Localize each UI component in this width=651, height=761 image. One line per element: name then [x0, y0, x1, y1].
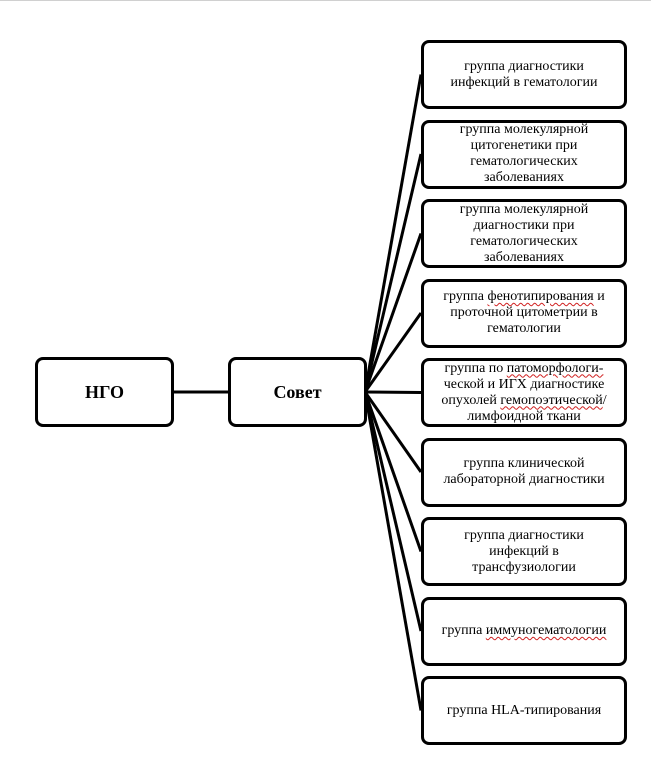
group-label-part: группа	[441, 623, 486, 638]
connector-council-group	[363, 153, 423, 393]
ngo-box: НГО	[35, 357, 174, 427]
group-label-part: группа по	[444, 360, 507, 376]
group-label: группа молекулярной цитогенетики при гем…	[460, 122, 589, 186]
group-box: группа молекулярной цитогенетики при гем…	[421, 119, 627, 189]
group-box: группа фенотипирования и проточной цитом…	[421, 278, 627, 348]
connector-council-group	[363, 312, 423, 393]
council-label: Совет	[273, 381, 322, 402]
group-label-underlined-part: иммуногематологии	[485, 623, 607, 638]
group-label-part: группа молекулярной цитогенетики при гем…	[459, 122, 589, 185]
group-label-part: группа клинической лабораторной диагност…	[443, 456, 605, 487]
group-label: группа HLA-типирования	[447, 703, 601, 719]
group-box: группа HLA-типирования	[421, 676, 627, 745]
group-box: группа молекулярной диагностики при гема…	[421, 199, 627, 268]
group-label-part: группа диагностики инфекций в гематологи…	[450, 58, 598, 90]
connector-council-group	[363, 74, 423, 393]
group-label-part: группа HLA-типирования	[446, 702, 602, 718]
group-label-underlined-part: патоморфологи-	[506, 360, 604, 376]
connector-council-group	[363, 391, 423, 552]
connector-council-group	[363, 391, 423, 711]
connector-council-group	[363, 391, 423, 632]
council-box: Совет	[228, 357, 367, 427]
connector-council-group	[363, 391, 423, 473]
group-box: группа диагностики инфекций в гематологи…	[421, 40, 627, 109]
ngo-label: НГО	[84, 381, 124, 402]
group-label: группа фенотипирования и проточной цитом…	[443, 289, 605, 337]
group-label: группа иммуногематологии	[442, 623, 607, 639]
group-label-part: группа молекулярной диагностики при гема…	[459, 201, 589, 265]
group-label: группа диагностики инфекций в трансфузио…	[464, 528, 584, 576]
connector-council-group	[364, 390, 422, 394]
group-label-part: ческой и ИГХ диагностике опухолей	[441, 376, 605, 408]
group-label: группа диагностики инфекций в гематологи…	[450, 59, 597, 91]
group-box: группа диагностики инфекций в трансфузио…	[421, 517, 627, 586]
group-box: группа по патоморфологи- ческой и ИГХ ди…	[421, 358, 627, 427]
group-label: группа по патоморфологи- ческой и ИГХ ди…	[441, 361, 606, 425]
group-box: группа клинической лабораторной диагност…	[421, 437, 627, 507]
group-label-part: и проточной цитометрии в гематологии	[450, 289, 605, 336]
group-label-part: / лимфоидной ткани	[467, 392, 607, 424]
connector-council-group	[363, 233, 423, 393]
group-label-part: группа	[443, 289, 488, 304]
group-label: группа молекулярной диагностики при гема…	[460, 202, 589, 266]
group-box: группа иммуногематологии	[421, 596, 627, 666]
page-top-border	[0, 0, 651, 1]
group-label: группа клинической лабораторной диагност…	[443, 456, 604, 488]
group-label-part: группа диагностики инфекций в трансфузио…	[464, 527, 584, 575]
group-label-underlined-part: гемопоэтической	[500, 392, 603, 408]
group-label-underlined-part: фенотипирования	[487, 289, 594, 304]
